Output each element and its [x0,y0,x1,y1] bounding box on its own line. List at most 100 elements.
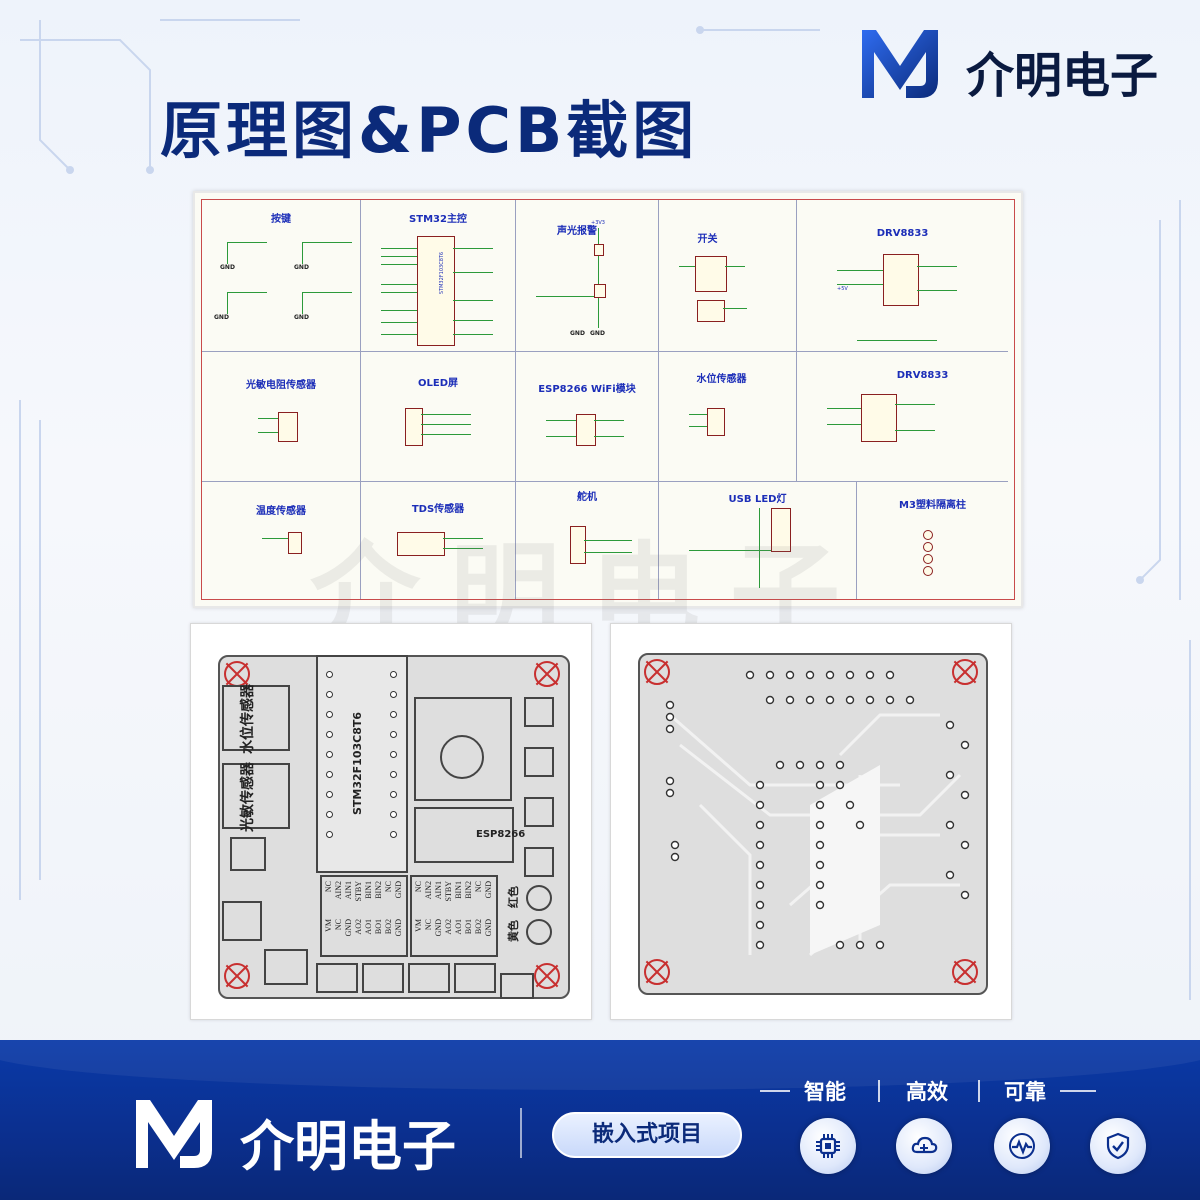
block-title: STM32主控 [409,214,467,225]
gnd-label: GND [220,264,235,271]
driver-pin-label: NC [384,881,393,893]
light-sensor-label: 光敏传感器 [240,762,256,832]
driver-pin-label: GND [484,919,493,937]
gnd-label: GND [590,330,605,337]
cloud-icon [896,1118,952,1174]
button-footprint [524,697,554,727]
motor-driver-footprint [320,875,408,957]
block-title: DRV8833 [876,228,929,239]
block-title: ESP8266 WiFi模块 [538,384,636,395]
usb-connector-symbol [695,256,727,292]
yellow-led-label: 黄色 [507,920,520,942]
led-red-footprint [526,885,552,911]
mcu-symbol [417,236,455,346]
block-standoffs: M3塑料隔离柱 [857,482,1008,599]
button-footprint [524,847,554,877]
motor-driver-footprint [410,875,498,957]
pcb-back-board [638,653,988,995]
driver-pin-label: GND [394,881,403,899]
driver-pin-label: BO1 [374,919,383,935]
gnd-label: GND [214,314,229,321]
water-sensor-footprint [222,685,290,751]
connector-footprint [230,837,266,871]
schematic-panel: 按键 GND GND GND GND STM32主控 STM32F103C8T6… [193,191,1023,608]
block-light-sensor: 光敏电阻传感器 [202,352,361,482]
block-title: 开关 [697,234,718,245]
pcb-traces [665,670,970,957]
gnd-label: GND [570,330,585,337]
mount-hole [534,661,560,687]
block-alarm: 声光报警 +3V3 GND GND [516,200,659,352]
block-oled: OLED屏 [361,352,516,482]
driver-pin-label: BO2 [474,919,483,935]
red-led-label: 红色 [507,886,520,908]
block-title: OLED屏 [417,378,458,389]
button-footprint [524,747,554,777]
driver-pin-label: NC [414,881,423,893]
pcb-back-panel [610,623,1012,1020]
page-title: 原理图&PCB截图 [160,94,699,167]
block-title: 光敏电阻传感器 [246,380,316,391]
mount-hole [534,963,560,989]
driver-pin-label: NC [474,881,483,893]
block-drv8833-1: DRV8833 +5V [797,200,1008,352]
block-usb-led: USB LED灯 [659,482,857,599]
block-title: 按键 [271,214,291,225]
footer-divider [520,1108,522,1158]
mount-hole [224,963,250,989]
driver-pin-label: AIN1 [344,881,353,900]
pcb-front-board: 水位传感器 光敏传感器 STM32F103C8T6 ESP8266 红色 黄色 … [218,655,570,999]
brand-name: 介明电子 [966,48,1159,104]
footer-brand-name: 介明电子 [240,1115,456,1178]
block-switch: 开关 [659,200,797,352]
slogan-item: 高效 [906,1080,948,1104]
gnd-label: GND [294,264,309,271]
driver-pin-label: AO2 [444,919,453,935]
slogan-item: 智能 [804,1080,846,1104]
vcc-label: +5V [837,286,848,292]
driver-pin-label: BIN2 [464,881,473,899]
block-water-sensor: 水位传感器 [659,352,797,482]
connector-footprint [222,901,262,941]
brand-logo: 介明电子 [858,22,1178,104]
block-servo: 舵机 [516,482,659,599]
driver-pin-label: BO1 [464,919,473,935]
mount-hole [952,959,978,985]
buzzer-footprint [440,735,484,779]
block-temp-sensor: 温度传感器 [202,482,361,599]
driver-pin-label: GND [394,919,403,937]
footer-logo: 介明电子 [132,1090,532,1180]
driver-pin-label: VM [324,919,333,932]
driver-pin-label: NC [334,919,343,931]
esp8266-label: ESP8266 [476,829,526,840]
driver-pin-label: GND [484,881,493,899]
shield-icon [1090,1118,1146,1174]
terminal-footprint [454,963,496,993]
slogan: 智能 高效 可靠 [760,1074,1140,1110]
driver-pin-label: GND [434,919,443,937]
block-title: 舵机 [577,492,597,503]
block-title: DRV8833 [896,370,949,381]
mcu-label: STM32F103C8T6 [439,251,446,295]
driver-pin-label: AO2 [354,919,363,935]
driver-pin-label: NC [324,881,333,893]
mount-hole [644,959,670,985]
slogan-item: 可靠 [1004,1080,1046,1104]
buzzer-area [414,697,512,801]
brand-mark-icon [136,1100,212,1168]
block-title: M3塑料隔离柱 [899,500,966,511]
driver-pin-label: BIN1 [364,881,373,899]
block-buttons: 按键 GND GND GND GND [202,200,361,352]
pulse-icon [994,1118,1050,1174]
block-title: 水位传感器 [696,374,747,385]
block-title: USB LED灯 [728,494,787,505]
driver-pin-label: GND [344,919,353,937]
driver-pin-label: BO2 [384,919,393,935]
mcu-label: STM32F103C8T6 [351,711,365,816]
esp8266-footprint [414,807,514,863]
project-tag: 嵌入式项目 [552,1112,742,1158]
driver-pin-label: NC [424,919,433,931]
schematic-frame [201,199,1015,600]
